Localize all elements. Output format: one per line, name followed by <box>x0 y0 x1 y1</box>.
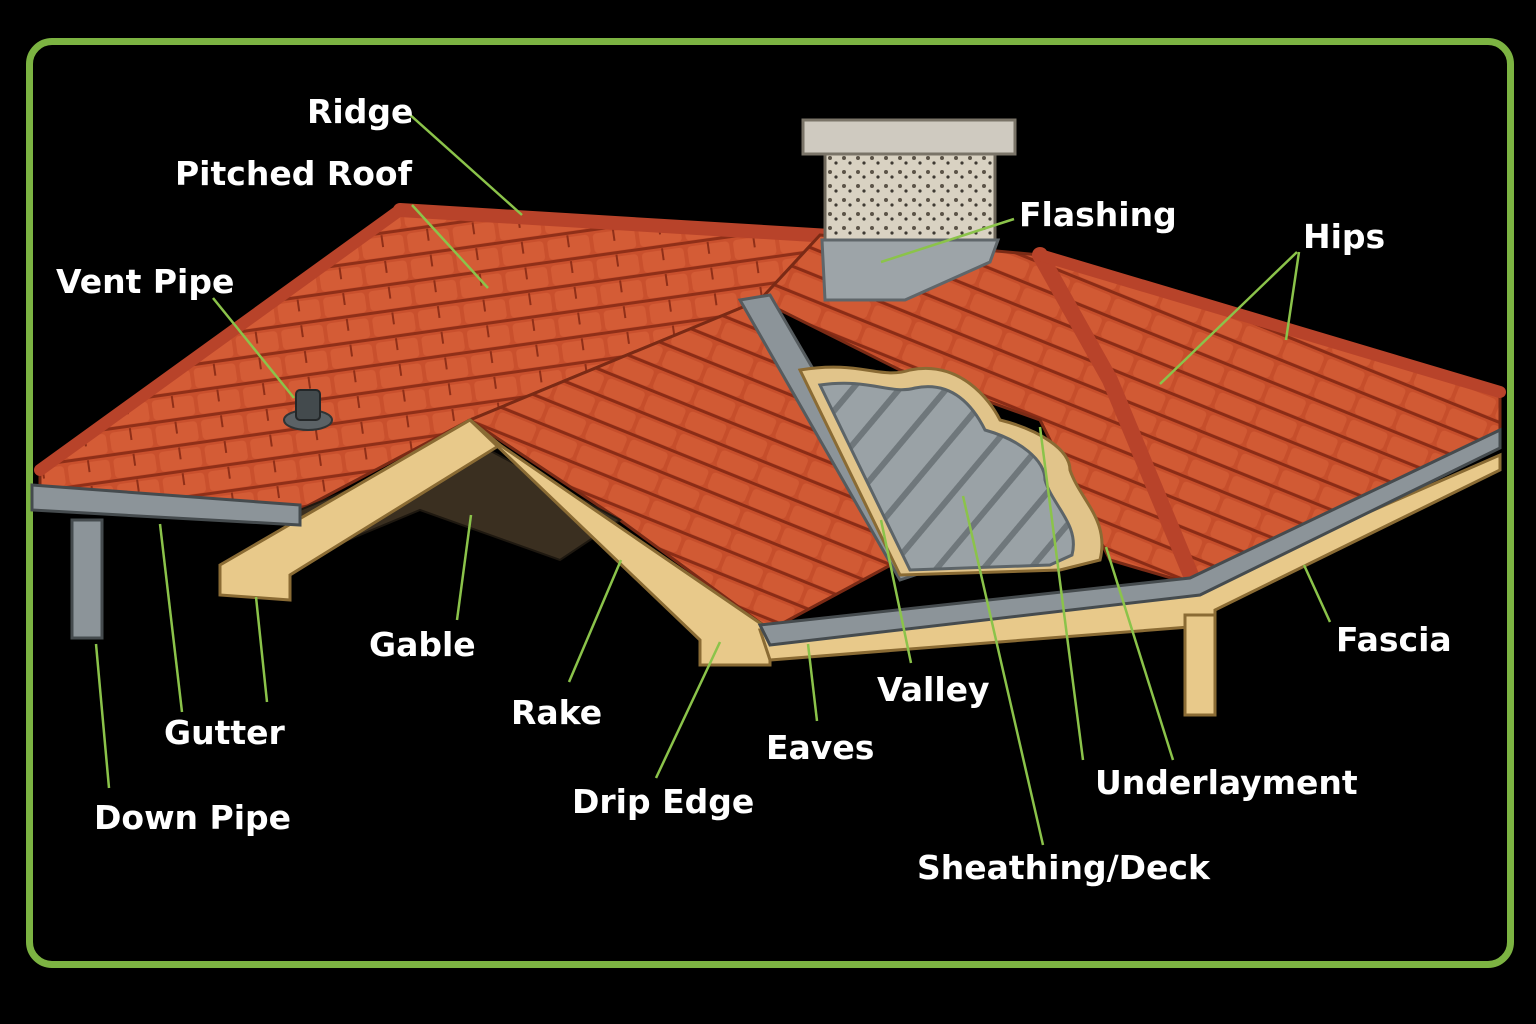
chimney-flashing <box>820 238 1001 302</box>
rake-board-right <box>468 418 772 667</box>
leader-flashing <box>880 217 1015 264</box>
leader-down-pipe <box>94 643 111 789</box>
leader-gutter-2 <box>254 596 269 703</box>
label-drip-edge: Drip Edge <box>572 782 755 821</box>
corner-post <box>1183 613 1217 717</box>
down-pipe <box>70 518 104 640</box>
leader-eaves <box>806 643 819 722</box>
label-flashing: Flashing <box>1019 195 1177 234</box>
hip-cap-1 <box>1032 247 1203 593</box>
vent-pipe <box>295 389 321 421</box>
label-fascia: Fascia <box>1336 620 1452 659</box>
label-underlayment: Underlayment <box>1095 763 1358 802</box>
gutter-front <box>757 427 1502 647</box>
hip-cap-2 <box>1034 249 1506 398</box>
leader-gable <box>455 514 473 621</box>
leader-underlayment-2 <box>1104 546 1175 761</box>
leader-hips-2 <box>1284 251 1301 341</box>
leader-rake <box>567 559 623 683</box>
leader-fascia <box>1302 564 1332 623</box>
leader-gutter-1 <box>158 523 184 713</box>
leader-ridge <box>407 112 523 216</box>
chimney-body <box>823 148 997 247</box>
leader-vent-pipe <box>212 297 295 399</box>
label-valley: Valley <box>877 670 990 709</box>
label-sheathing-deck: Sheathing/Deck <box>917 848 1210 887</box>
label-vent-pipe: Vent Pipe <box>56 262 235 301</box>
label-gutter: Gutter <box>164 713 285 752</box>
label-ridge: Ridge <box>307 92 414 131</box>
leader-valley <box>879 519 913 664</box>
leader-lines <box>94 112 1332 846</box>
label-eaves: Eaves <box>766 728 875 767</box>
leader-hips-1 <box>1159 251 1298 385</box>
label-rake: Rake <box>511 693 603 732</box>
label-gable: Gable <box>369 625 476 664</box>
ridge-cap <box>393 203 837 243</box>
label-pitched-roof: Pitched Roof <box>175 154 412 193</box>
label-hips: Hips <box>1303 217 1386 256</box>
sheathing-deck-layer <box>817 381 1075 572</box>
leader-drip-edge <box>654 641 722 779</box>
chimney-cap <box>801 118 1017 156</box>
left-rake-cap <box>34 204 406 476</box>
leader-sheathing <box>961 495 1045 846</box>
leader-pitched-roof <box>411 204 489 289</box>
gutter-left <box>30 483 302 527</box>
label-down-pipe: Down Pipe <box>94 798 292 837</box>
leader-underlayment-1 <box>1038 426 1085 761</box>
